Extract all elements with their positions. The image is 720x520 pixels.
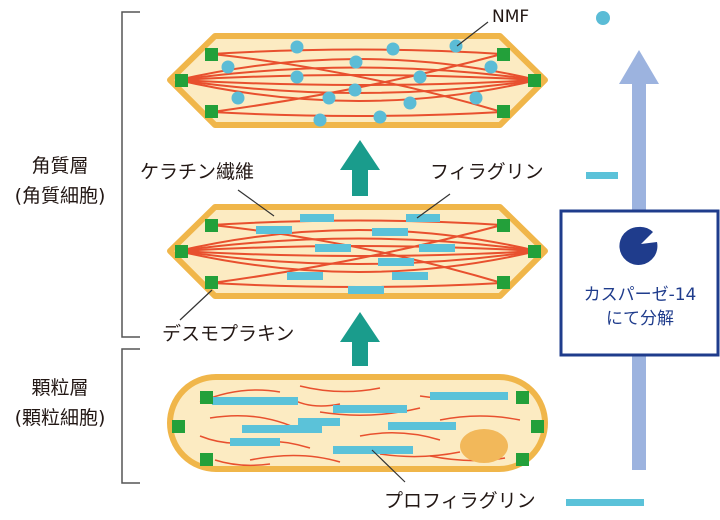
filaggrin-leader-line [416, 193, 451, 219]
keratin-fibers-middle [177, 219, 538, 288]
cornified-layer-label: 角質層 [31, 155, 88, 177]
caspase-enzyme-icon [619, 226, 658, 265]
keratin-fiber-label: ケラチン繊維 [140, 161, 254, 183]
nmf-label: NMF [492, 7, 529, 27]
desmosomes-middle [175, 219, 541, 289]
granular-cell [167, 374, 548, 472]
desmosomes-bottom [172, 391, 544, 466]
filaggrin-label: フィラグリン [430, 161, 544, 183]
corneocyte-top [167, 33, 548, 128]
profilaggrin-label: プロフィラグリン [384, 490, 536, 512]
profilaggrin-legend-bar [566, 499, 644, 506]
filaggrin-legend-bar [586, 172, 618, 179]
nmf-leader-line [456, 21, 489, 47]
granular-layer-label: 顆粒層 [31, 377, 88, 399]
granular-cell-label: (顆粒細胞) [15, 407, 106, 429]
caspase-14-box: カスパーゼ-14 にて分解 [559, 209, 720, 357]
profilaggrin-leader-line [371, 449, 406, 483]
nucleus [460, 429, 508, 463]
cornified-layer-bracket [121, 11, 140, 338]
profilaggrin-filaments [212, 392, 508, 454]
corneocyte-middle [167, 204, 548, 299]
desmoplakin-label: デスモプラキン [162, 323, 294, 345]
keratin-leader-line [237, 189, 275, 217]
keratin-fibers-bottom [199, 385, 521, 467]
granular-layer-bracket [121, 348, 140, 484]
nmf-legend-dot [596, 11, 610, 25]
cornified-cell-label: (角質細胞) [15, 185, 106, 207]
desmoplakin-leader-line [179, 289, 213, 321]
caspase-line2: にて分解 [606, 309, 674, 329]
nmf-dots [221, 39, 498, 127]
maturation-arrow-upper [340, 140, 380, 196]
desmosomes-top [175, 48, 541, 118]
maturation-arrow-lower [340, 312, 380, 366]
caspase-line1: カスパーゼ-14 [584, 285, 697, 305]
filaggrin-filaments [256, 214, 455, 294]
